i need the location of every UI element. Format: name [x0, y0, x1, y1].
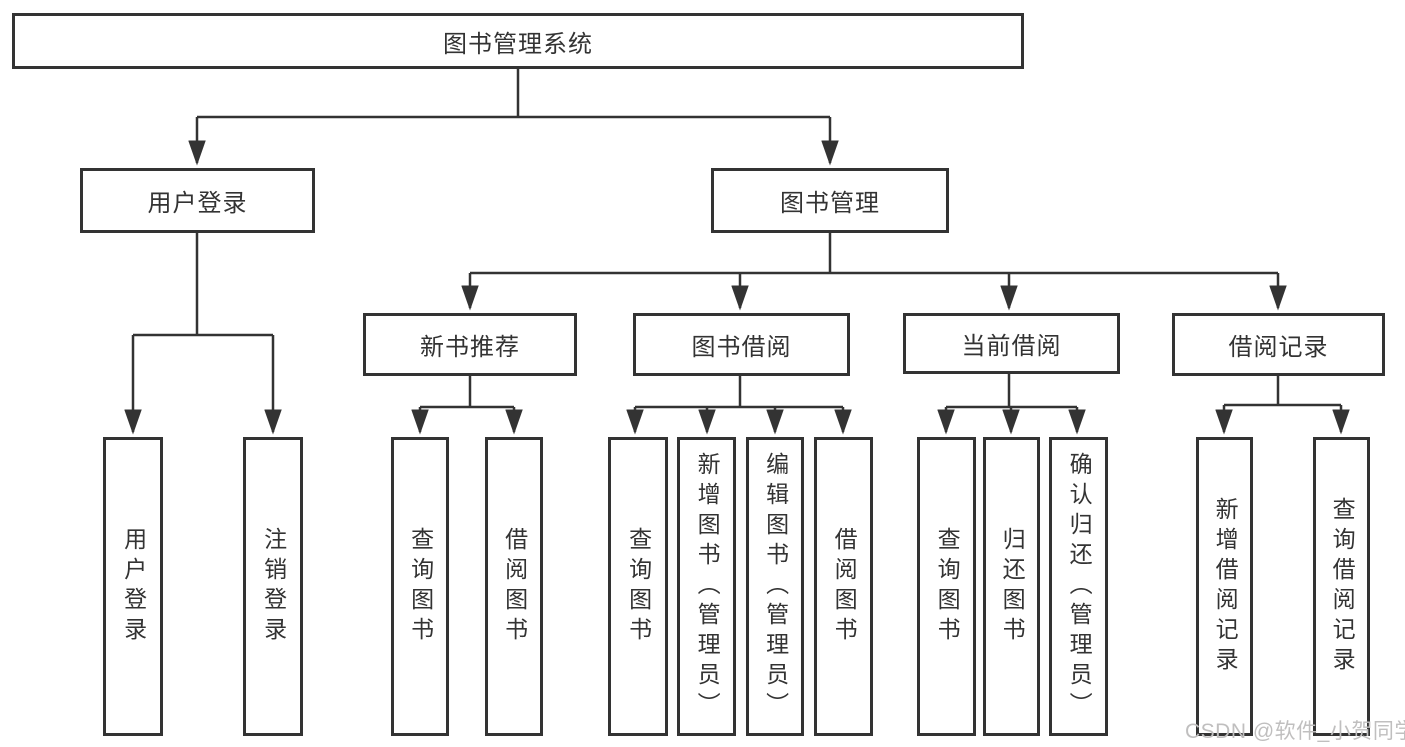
- node-label: 新书推荐: [420, 334, 520, 361]
- leaf-label: 借阅图书: [831, 526, 858, 647]
- leaf-label: 新增借阅记录: [1212, 496, 1239, 677]
- node-label: 图书管理系统: [443, 30, 593, 58]
- leaf-label: 用户登录: [120, 526, 147, 647]
- leaf-label: 查询图书: [407, 526, 434, 647]
- connector-new-book-rec-bracket: [420, 376, 514, 409]
- leaf-label: 查询借阅记录: [1329, 496, 1356, 677]
- leaf-label: 新增图书（管理员）: [694, 451, 721, 722]
- node-book-borrowing: 图书借阅: [633, 313, 850, 376]
- node-label: 用户登录: [147, 190, 248, 217]
- node-new-book-recommendation: 新书推荐: [363, 313, 577, 376]
- leaf-add-books-admin: 新增图书（管理员）: [677, 437, 736, 736]
- leaf-edit-books-admin: 编辑图书（管理员）: [746, 437, 804, 736]
- leaf-add-borrow-record: 新增借阅记录: [1196, 437, 1253, 736]
- leaf-borrow-books: 借阅图书: [485, 437, 543, 736]
- connector-current-borrow-bracket: [946, 374, 1077, 409]
- leaf-logout: 注销登录: [243, 437, 303, 736]
- node-book-management: 图书管理: [711, 168, 949, 233]
- connector-book-borrow-bracket: [635, 376, 843, 409]
- node-label: 借阅记录: [1228, 334, 1329, 361]
- leaf-borrow-books: 借阅图书: [814, 437, 873, 736]
- connector-borrow-record-bracket: [1224, 376, 1341, 407]
- leaf-return-books: 归还图书: [983, 437, 1040, 736]
- leaf-label: 借阅图书: [501, 526, 528, 647]
- leaf-label: 注销登录: [260, 526, 287, 647]
- node-current-borrowing: 当前借阅: [903, 313, 1120, 374]
- leaf-label: 查询图书: [934, 526, 961, 647]
- leaf-label: 确认归还（管理员）: [1066, 451, 1093, 722]
- csdn-watermark: CSDN @软件_小贺同学: [1185, 720, 1405, 743]
- leaf-user-login: 用户登录: [103, 437, 163, 736]
- leaf-query-books: 查询图书: [608, 437, 668, 736]
- leaf-confirm-return-admin: 确认归还（管理员）: [1049, 437, 1108, 736]
- node-borrowing-records: 借阅记录: [1172, 313, 1385, 376]
- leaf-query-borrow-record: 查询借阅记录: [1313, 437, 1370, 736]
- leaf-label: 归还图书: [999, 526, 1026, 647]
- node-label: 图书管理: [780, 190, 880, 217]
- leaf-query-books: 查询图书: [391, 437, 449, 736]
- connector-user-login-bracket: [133, 233, 273, 337]
- leaf-query-books: 查询图书: [917, 437, 976, 736]
- node-user-login: 用户登录: [80, 168, 315, 233]
- connector-root-bracket: [197, 69, 830, 119]
- connector-book-mgmt-bracket: [470, 233, 1278, 275]
- node-library-system: 图书管理系统: [12, 13, 1024, 69]
- leaf-label: 编辑图书（管理员）: [762, 451, 789, 722]
- node-label: 图书借阅: [691, 334, 792, 361]
- leaf-label: 查询图书: [625, 526, 652, 647]
- node-label: 当前借阅: [961, 333, 1062, 360]
